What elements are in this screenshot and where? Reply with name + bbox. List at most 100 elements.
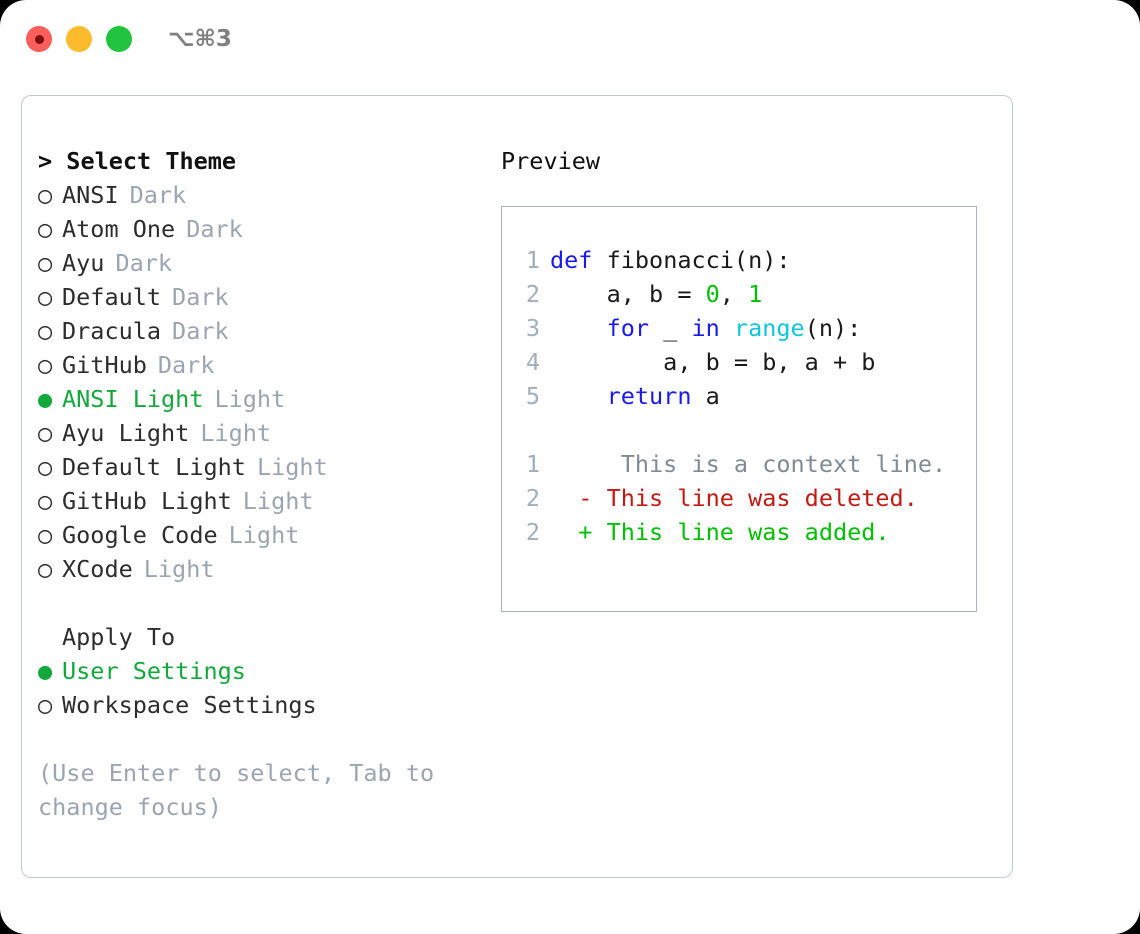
- theme-option-kind: Light: [214, 385, 286, 413]
- theme-option-kind: Light: [200, 419, 272, 447]
- code-line: 1 def fibonacci(n):: [520, 243, 976, 277]
- apply-to-list[interactable]: ●User Settings ○ Workspace Settings: [38, 654, 488, 722]
- theme-option-kind: Light: [143, 555, 215, 583]
- theme-option-xcode[interactable]: ○ XCode Light: [38, 552, 488, 586]
- apply-to-option-label: Workspace Settings: [62, 691, 317, 719]
- theme-option-label: Ayu Light: [62, 419, 190, 447]
- radio-selected-icon: ●: [38, 385, 53, 413]
- theme-option-kind: Dark: [172, 283, 229, 311]
- theme-option-label: GitHub: [62, 351, 147, 379]
- theme-option-github-light[interactable]: ○ GitHub Light Light: [38, 484, 488, 518]
- code-token: ,: [719, 280, 749, 308]
- code-token: range: [733, 314, 805, 342]
- maximize-button[interactable]: [106, 26, 132, 52]
- diff-line: 2 - This line was deleted.: [520, 481, 976, 515]
- preview-heading: Preview: [501, 147, 601, 175]
- radio-unselected-icon: ○: [38, 555, 53, 583]
- radio-unselected-icon: ○: [38, 453, 53, 481]
- line-number: 2: [525, 518, 540, 546]
- code-token: fibonacci(n):: [592, 246, 791, 274]
- line-number: 2: [525, 484, 540, 512]
- theme-option-kind: Light: [228, 521, 300, 549]
- theme-option-label: ANSI Light: [62, 385, 204, 413]
- theme-option-ansi-light[interactable]: ● ANSI Light Light: [38, 382, 488, 416]
- theme-option-label: Atom One: [62, 215, 176, 243]
- keyboard-shortcut-label: ⌥⌘3: [168, 26, 232, 52]
- line-number: 2: [525, 280, 540, 308]
- radio-unselected-icon: ○: [38, 317, 53, 345]
- code-token: _: [649, 314, 692, 342]
- theme-option-label: ANSI: [62, 181, 119, 209]
- code-token: a, b = b, a + b: [550, 348, 876, 376]
- code-token: a, b =: [550, 280, 706, 308]
- diff-text: + This line was added.: [550, 518, 890, 546]
- close-icon: [34, 34, 44, 44]
- code-token: [550, 382, 607, 410]
- radio-unselected-icon: ○: [38, 419, 53, 447]
- theme-option-kind: Dark: [115, 249, 173, 277]
- keyboard-hint-text: (Use Enter to select, Tab to change focu…: [38, 759, 449, 821]
- diff-line: 2 + This line was added.: [520, 515, 976, 549]
- theme-option-default-light[interactable]: ○ Default Light Light: [38, 450, 488, 484]
- radio-unselected-icon: ○: [38, 521, 53, 549]
- select-theme-heading: > Select Theme: [38, 147, 237, 175]
- line-number: 1: [525, 246, 540, 274]
- code-token: in: [691, 314, 720, 342]
- apply-to-option-label: User Settings: [62, 657, 246, 685]
- diff-text: This is a context line.: [550, 450, 947, 478]
- radio-unselected-icon: ○: [38, 283, 53, 311]
- code-token: a: [691, 382, 720, 410]
- radio-unselected-icon: ○: [38, 487, 53, 515]
- theme-option-kind: Light: [242, 487, 314, 515]
- theme-option-label: GitHub Light: [62, 487, 232, 515]
- code-token: [550, 314, 607, 342]
- code-token: 0: [705, 280, 720, 308]
- code-line: 2 a, b = 0, 1: [520, 277, 976, 311]
- apply-to-option-workspace-settings[interactable]: ○ Workspace Settings: [38, 688, 488, 722]
- radio-unselected-icon: ○: [38, 691, 53, 719]
- diff-sample: 1 This is a context line. 2 - This line w…: [520, 447, 976, 549]
- radio-unselected-icon: ○: [38, 249, 53, 277]
- close-button[interactable]: [26, 26, 52, 52]
- code-token: def: [550, 246, 593, 274]
- code-line: 5 return a: [520, 379, 976, 413]
- theme-option-kind: Dark: [172, 317, 229, 345]
- code-token: [720, 314, 734, 342]
- theme-option-ayu[interactable]: ○ Ayu Dark: [38, 246, 488, 280]
- code-token: (n):: [804, 314, 862, 342]
- radio-unselected-icon: ○: [38, 351, 53, 379]
- theme-option-kind: Light: [256, 453, 328, 481]
- minimize-button[interactable]: [66, 26, 92, 52]
- theme-option-kind: Dark: [129, 181, 187, 209]
- theme-option-label: Dracula: [62, 317, 162, 345]
- code-token: return: [606, 382, 692, 410]
- code-line: 4 a, b = b, a + b: [520, 345, 976, 379]
- code-line: 3 for _ in range(n):: [520, 311, 976, 345]
- theme-option-ayu-light[interactable]: ○ Ayu Light Light: [38, 416, 488, 450]
- apply-to-heading: Apply To: [62, 623, 176, 651]
- window-controls: [26, 26, 132, 52]
- theme-option-label: XCode: [62, 555, 133, 583]
- diff-text: - This line was deleted.: [550, 484, 918, 512]
- line-number: 4: [525, 348, 540, 376]
- line-number: 1: [525, 450, 540, 478]
- apply-to-option-user-settings[interactable]: ●User Settings: [38, 654, 488, 688]
- theme-option-label: Default Light: [62, 453, 246, 481]
- radio-unselected-icon: ○: [38, 215, 53, 243]
- line-number: 5: [525, 382, 540, 410]
- theme-option-label: Ayu: [62, 249, 105, 277]
- theme-option-dracula[interactable]: ○ Dracula Dark: [38, 314, 488, 348]
- code-token: 1: [748, 280, 763, 308]
